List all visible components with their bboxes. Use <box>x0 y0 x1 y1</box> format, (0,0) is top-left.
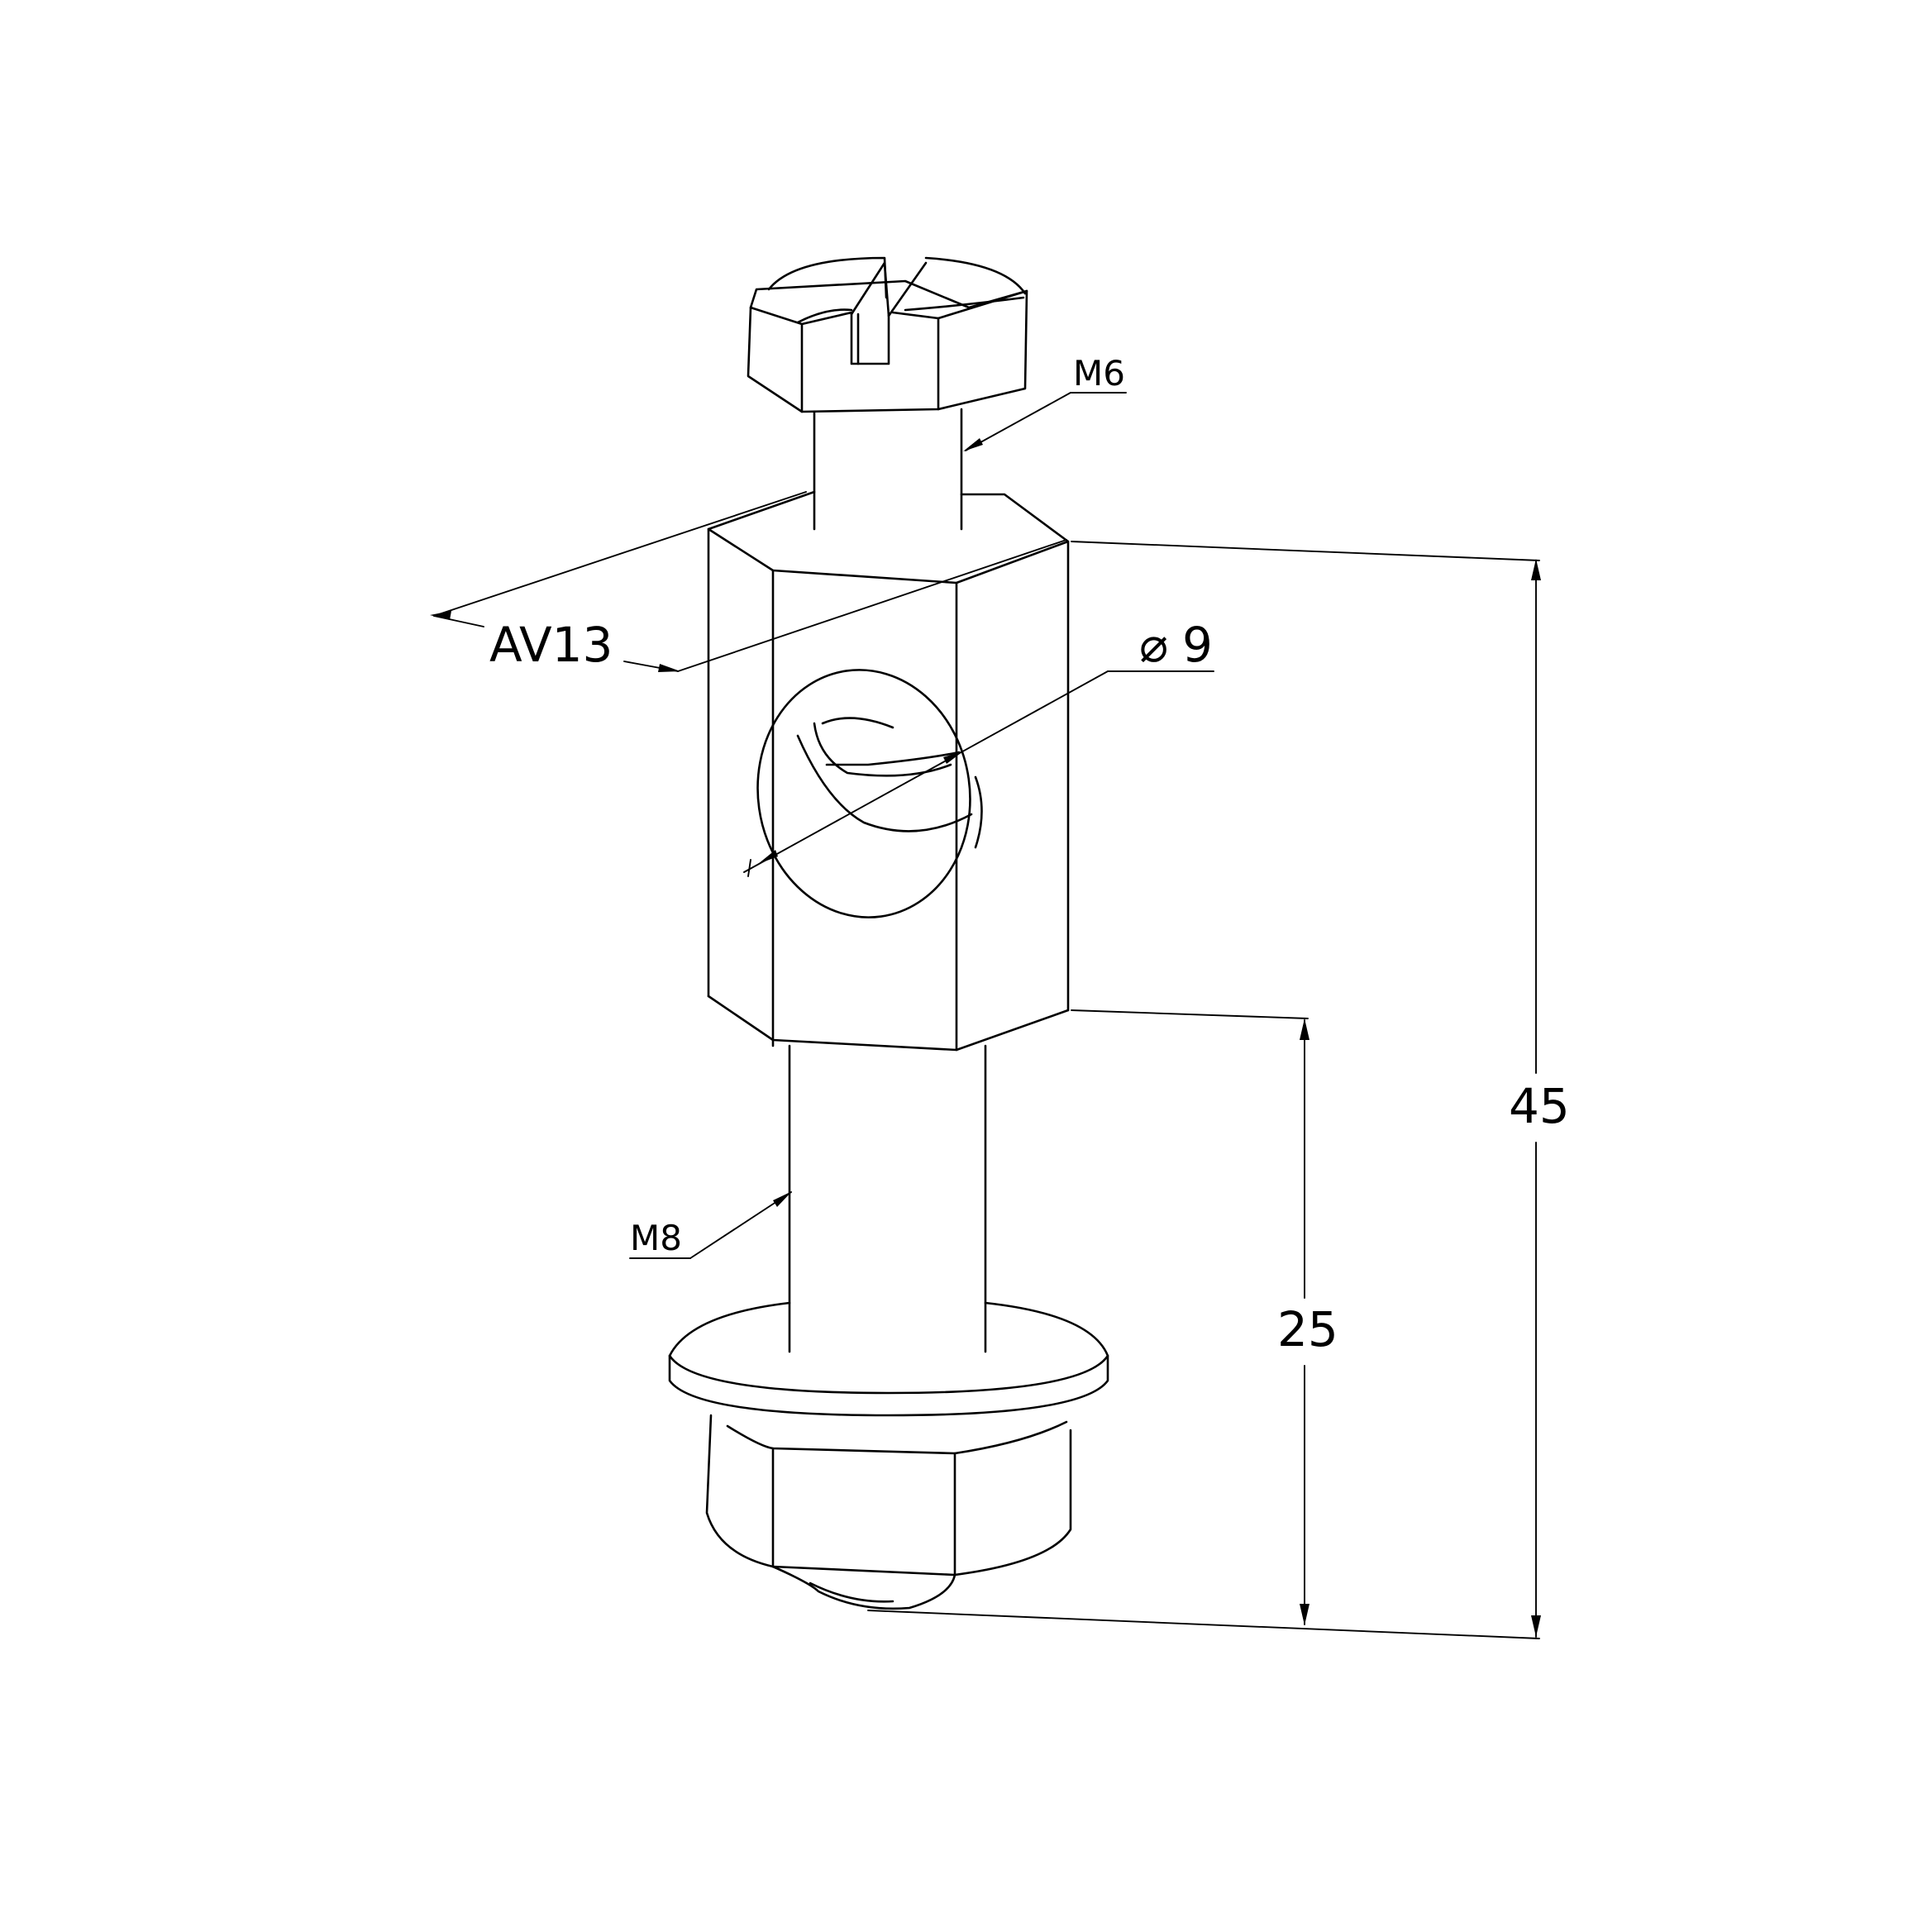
dimension-45-lines <box>867 541 1540 1639</box>
washer <box>668 1301 1109 1417</box>
flange-nut <box>705 1414 1072 1610</box>
hex-body <box>707 490 1070 1052</box>
dimension-m8-arrowhead <box>773 1191 792 1207</box>
dimension-m6-leader <box>965 392 1127 451</box>
dimension-m8-label: M8 <box>630 1218 682 1258</box>
screw-head <box>747 256 1028 413</box>
dimension-av13-arrowhead-right <box>658 664 680 672</box>
dimension-25-label: 25 <box>1277 1301 1338 1357</box>
dimension-m6-arrowhead <box>963 438 983 451</box>
dimension-45-arrowhead-bottom <box>1531 1615 1541 1637</box>
dimension-45-arrowhead-top <box>1531 559 1541 580</box>
dimension-25-lines <box>1071 1009 1309 1625</box>
dimension-m8-leader <box>629 1191 792 1259</box>
lower-shank <box>788 1044 987 1353</box>
dimension-m6-label: M6 <box>1073 353 1125 394</box>
dimension-diameter-arrowhead-low <box>758 850 778 864</box>
dimension-diameter-leader <box>743 670 1214 877</box>
dimension-diameter-arrowhead-high <box>943 751 964 764</box>
dimension-diameter-label: 9 <box>1182 617 1213 673</box>
dimension-diameter-symbol: ⌀ <box>1139 617 1168 673</box>
upper-shank <box>813 408 963 531</box>
dimension-av13-arrowhead-left <box>430 611 451 620</box>
dimension-45-label: 45 <box>1509 1078 1570 1134</box>
dimension-25-arrowhead-top <box>1300 1018 1309 1040</box>
dimension-av13-label: AV13 <box>489 617 613 673</box>
dimension-25-arrowhead-bottom <box>1300 1604 1309 1625</box>
